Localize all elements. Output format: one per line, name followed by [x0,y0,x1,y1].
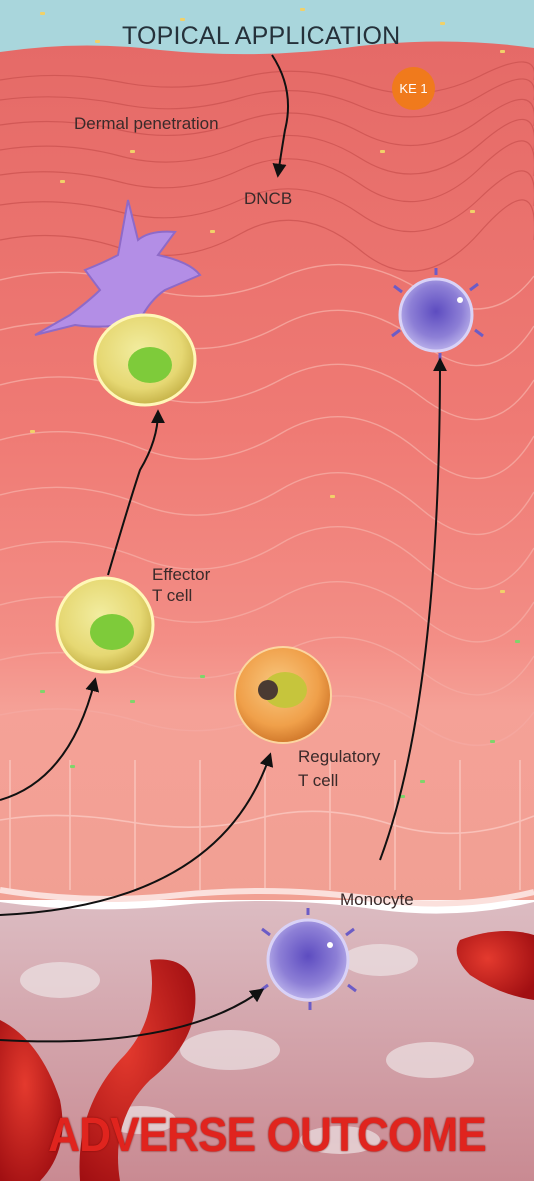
regulatory-t-cell [235,647,331,743]
ke1-badge: KE 1 [392,67,435,110]
activated-t-cell [95,315,195,405]
adverse-outcome-banner: ADVERSE OUTCOME [21,1108,512,1163]
effector-t-cell [57,578,153,672]
effector-label-line1: Effector [152,564,210,585]
dncb-label: DNCB [244,189,292,209]
regulatory-label-line1: Regulatory [298,745,380,769]
regulatory-t-cell-label: Regulatory T cell [298,745,380,793]
effector-t-cell-label: Effector T cell [152,564,210,606]
regulatory-label-line2: T cell [298,769,380,793]
effector-label-line2: T cell [152,585,210,606]
epidermis [0,41,534,900]
monocyte-label: Monocyte [340,890,414,910]
page-title: TOPICAL APPLICATION [122,22,400,51]
dermal-penetration-label: Dermal penetration [74,114,219,134]
